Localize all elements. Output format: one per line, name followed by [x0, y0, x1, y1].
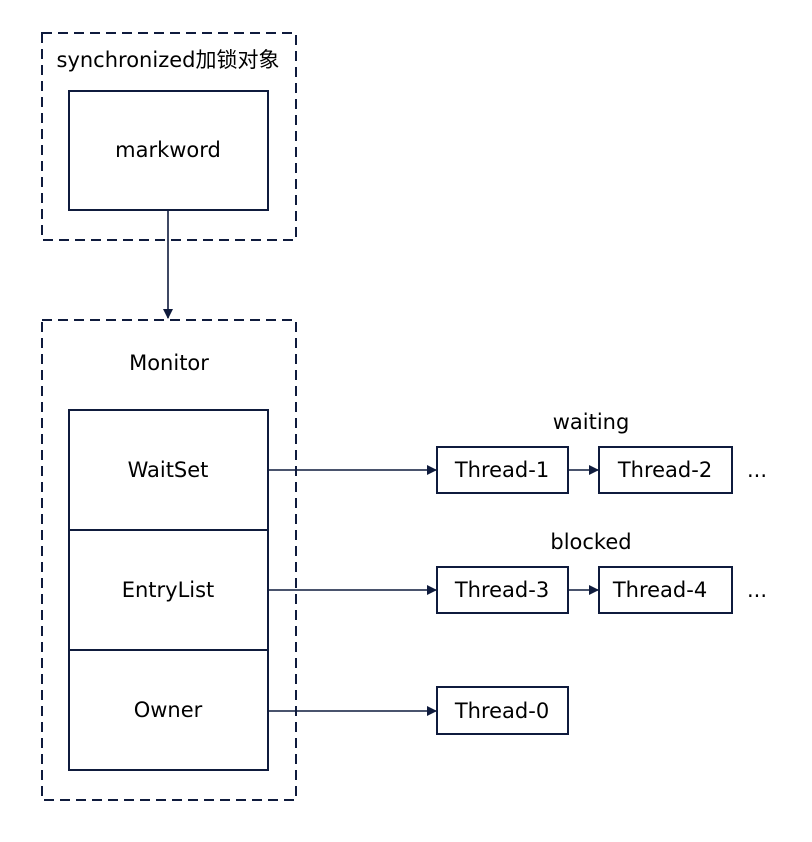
- lock-object-title: synchronized加锁对象: [57, 48, 280, 72]
- thread-4-box: [598, 566, 733, 614]
- entrylist-label: EntryList: [122, 578, 215, 602]
- waitset-label: WaitSet: [128, 458, 209, 482]
- thread-2-label: Thread-2: [617, 458, 712, 482]
- owner-label: Owner: [134, 698, 203, 722]
- thread-3-label: Thread-3: [454, 578, 549, 602]
- thread-4-label: Thread-4: [612, 578, 707, 602]
- monitor-title: Monitor: [129, 351, 209, 375]
- thread-0-label: Thread-0: [454, 699, 549, 723]
- waiting-label: waiting: [553, 410, 630, 434]
- thread-0-box: [436, 686, 569, 735]
- blocked-label: blocked: [550, 530, 631, 554]
- owner-cell: [68, 649, 269, 771]
- thread-1-box: [436, 446, 569, 494]
- lock-object-container: [41, 32, 297, 241]
- thread-2-box: [598, 446, 733, 494]
- markword-box: [68, 90, 269, 211]
- thread-3-box: [436, 566, 569, 614]
- waiting-more-ellipsis: ...: [747, 458, 767, 482]
- blocked-more-ellipsis: ...: [747, 578, 767, 602]
- markword-label: markword: [115, 138, 221, 162]
- thread-1-label: Thread-1: [454, 458, 549, 482]
